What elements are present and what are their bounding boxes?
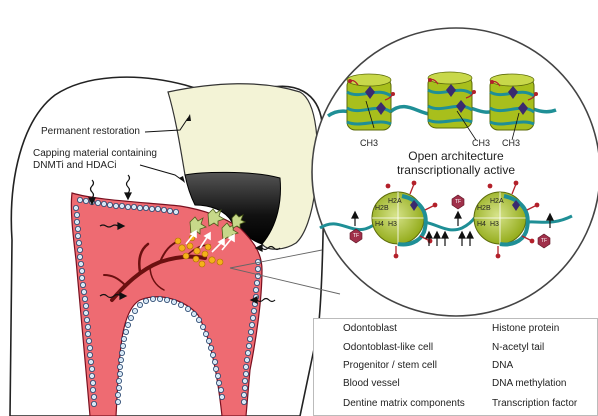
legend-label-transcription-factor: Transcription factor [492, 398, 577, 409]
legend-label-progenitor-stem-cell: Progenitor / stem cell [343, 360, 437, 371]
tf-label-3: TF [541, 238, 547, 244]
legend-label-n-acetyl-tail: N-acetyl tail [492, 342, 544, 353]
tf-label-1: TF [353, 233, 359, 239]
legend-label-odontoblast-like-cell: Odontoblast-like cell [343, 342, 433, 353]
permanent-restoration-label: Permanent restoration [41, 126, 140, 138]
ch3-label-1: CH3 [360, 138, 378, 148]
capping-material-label-line2: DNMTi and HDACi [33, 160, 117, 172]
histone-h4-label-2: H4 [477, 221, 486, 228]
legend-label-blood-vessel: Blood vessel [343, 378, 400, 389]
legend-label-dentine-matrix-components: Dentine matrix components [343, 398, 465, 409]
tf-label-2: TF [455, 199, 461, 205]
histone-h2b-label-2: H2B [477, 205, 491, 212]
histone-h2a-label-1: H2A [388, 198, 402, 205]
histone-h2a-label-2: H2A [490, 198, 504, 205]
nucleosome-2 [428, 72, 476, 128]
transcriptionally-active-subtitle: transcriptionally active [376, 164, 536, 178]
ch3-label-3: CH3 [502, 138, 520, 148]
ch3-label-2: CH3 [472, 138, 490, 148]
legend-label-dna: DNA [492, 360, 513, 371]
open-architecture-title: Open architecture [376, 150, 536, 164]
legend-label-dna-methylation: DNA methylation [492, 378, 566, 389]
nucleosome-3 [490, 74, 538, 130]
histone-h2b-label-1: H2B [375, 205, 389, 212]
legend-label-histone-protein: Histone protein [492, 323, 559, 334]
histone-h3-label-1: H3 [388, 221, 397, 228]
capping-material-label-line1: Capping material containing [33, 148, 157, 160]
histone-h4-label-1: H4 [375, 221, 384, 228]
histone-h3-label-2: H3 [490, 221, 499, 228]
nucleosome-1 [347, 74, 395, 130]
legend-label-odontoblast: Odontoblast [343, 323, 397, 334]
